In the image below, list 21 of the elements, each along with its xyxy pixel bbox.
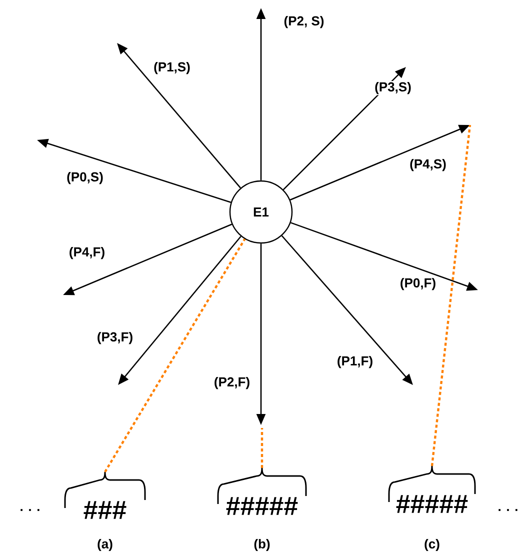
edge-label: (P0,S) bbox=[66, 170, 104, 186]
edge-label: (P2, S) bbox=[282, 14, 326, 30]
edge-label: (P1,F) bbox=[336, 354, 374, 370]
group-label: (a) bbox=[98, 538, 112, 552]
group-label: (c) bbox=[424, 538, 440, 552]
edge-label: (P4,S) bbox=[408, 158, 448, 172]
leader-line bbox=[104, 238, 246, 473]
edge-label: (P0,F) bbox=[398, 276, 438, 292]
bracket-group: ### bbox=[64, 471, 146, 519]
edge-label: (P4,F) bbox=[68, 246, 106, 260]
ellipsis: . . . bbox=[20, 509, 40, 511]
edge-label: (P1,S) bbox=[152, 60, 192, 76]
edge-label: (P2,F) bbox=[212, 376, 252, 390]
group-label: (b) bbox=[254, 538, 270, 552]
bracket-group: ##### bbox=[217, 467, 307, 515]
ellipsis: . . . bbox=[498, 509, 518, 511]
leader-line bbox=[260, 428, 264, 468]
edge-label: (P3,F) bbox=[96, 330, 134, 346]
bracket-group: ##### bbox=[388, 465, 476, 513]
leader-line bbox=[430, 124, 472, 466]
edge-label: (P3,S) bbox=[374, 80, 412, 96]
